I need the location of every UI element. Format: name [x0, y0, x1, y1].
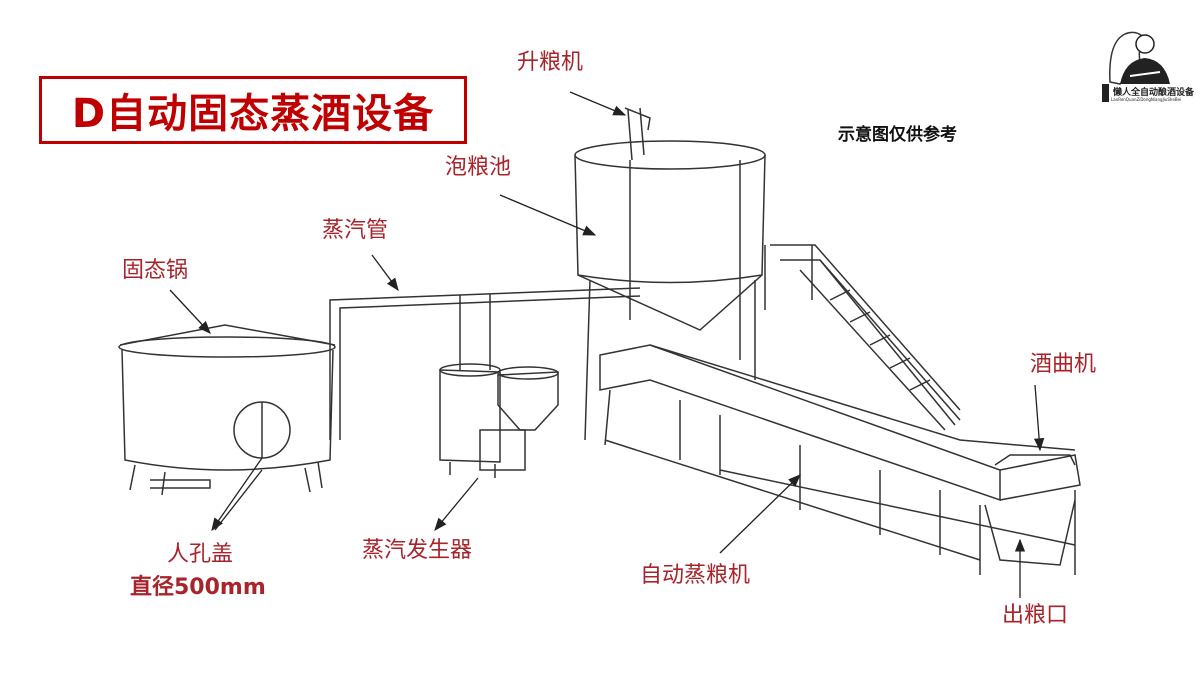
- steam-generator-drawing: [439, 363, 559, 478]
- steam-pipe-drawing: [329, 287, 641, 440]
- logo-pinyin: LanRenQuanZiDongNiangJiuSheBei: [1111, 97, 1182, 102]
- label-steam-generator: 蒸汽发生器: [362, 538, 473, 563]
- label-steam-pipe: 蒸汽管: [322, 218, 389, 243]
- disclaimer-note: 示意图仅供参考: [838, 125, 957, 145]
- page-title: D自动固态蒸酒设备: [71, 91, 435, 137]
- label-koji-machine: 酒曲机: [1030, 352, 1097, 377]
- soak-tank-drawing: [574, 107, 766, 441]
- label-manhole: 人孔盖: [167, 542, 234, 567]
- stairs-drawing: [764, 244, 961, 431]
- label-auto-steamer: 自动蒸粮机: [640, 563, 751, 588]
- conveyor-drawing: [599, 344, 1081, 575]
- logo-name: 懒人全自动酿酒设备: [1113, 88, 1195, 98]
- logo-image: [1102, 31, 1170, 102]
- solid-pot-drawing: [118, 324, 336, 496]
- label-outlet: 出粮口: [1002, 603, 1069, 628]
- label-elevator: 升粮机: [517, 50, 584, 75]
- label-arrows: [169, 91, 1045, 598]
- title-box: D自动固态蒸酒设备: [39, 76, 467, 144]
- label-solid-pot: 固态锅: [122, 258, 189, 283]
- label-soak-tank: 泡粮池: [445, 155, 512, 180]
- label-manhole-size: 直径500mm: [130, 575, 266, 600]
